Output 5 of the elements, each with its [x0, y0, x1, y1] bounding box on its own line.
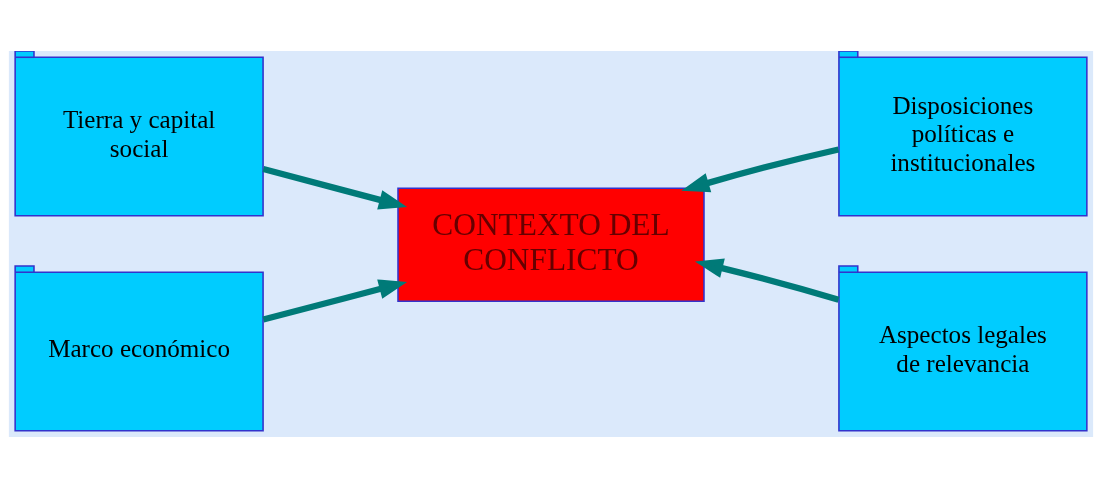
arrow	[262, 165, 408, 209]
arrow	[262, 279, 408, 322]
arrow	[681, 145, 840, 192]
arrow	[694, 258, 840, 303]
node-box: CONTEXTO DEL CONFLICTO	[397, 187, 705, 302]
